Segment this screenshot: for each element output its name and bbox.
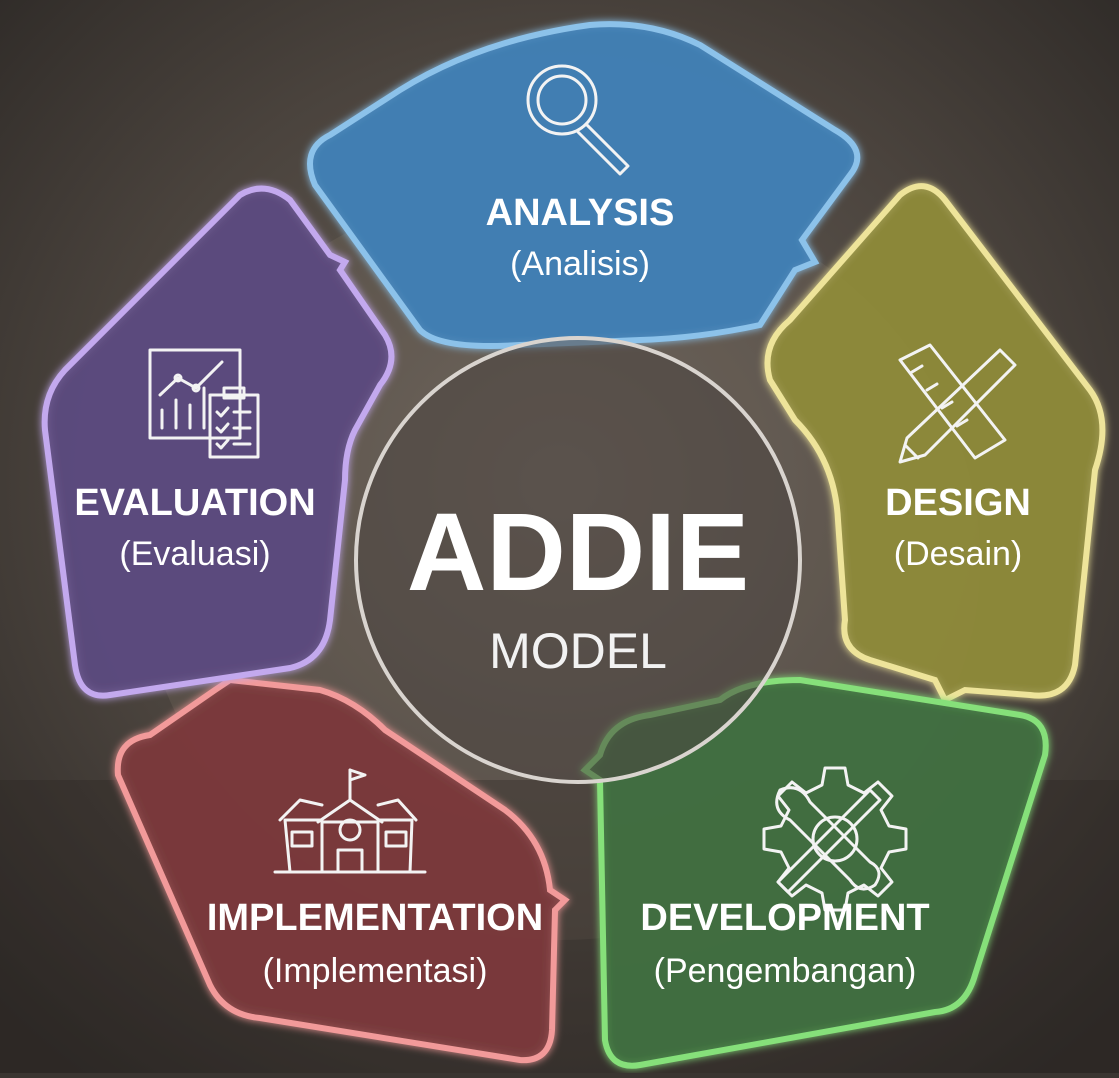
evaluation-title: EVALUATION: [74, 482, 315, 524]
ruler-pencil-icon: [898, 343, 1017, 464]
evaluation-subtitle: (Evaluasi): [119, 535, 270, 573]
magnifier-icon: [526, 64, 630, 176]
center-subtitle: MODEL: [489, 623, 667, 679]
analysis-subtitle: (Analisis): [510, 245, 650, 283]
phase-evaluation[interactable]: EVALUATION (Evaluasi): [41, 185, 395, 699]
center-circle: [354, 336, 802, 784]
development-title: DEVELOPMENT: [640, 897, 929, 939]
analysis-title: ANALYSIS: [486, 192, 675, 234]
phase-analysis[interactable]: ANALYSIS (Analisis): [307, 21, 861, 349]
design-subtitle: (Desain): [894, 535, 1022, 573]
implementation-shape: [114, 676, 570, 1064]
design-title: DESIGN: [885, 482, 1031, 524]
gear-wrench-icon: [762, 766, 908, 912]
development-subtitle: (Pengembangan): [654, 952, 917, 990]
implementation-title: IMPLEMENTATION: [207, 897, 543, 939]
phase-design[interactable]: DESIGN (Desain): [764, 183, 1106, 705]
chart-clipboard-icon: [148, 348, 260, 459]
analysis-shape: [307, 21, 861, 349]
school-building-icon: [273, 768, 427, 874]
implementation-subtitle: (Implementasi): [263, 952, 488, 990]
center-title: ADDIE: [407, 491, 749, 614]
phase-implementation[interactable]: IMPLEMENTATION (Implementasi): [114, 676, 570, 1064]
phase-development[interactable]: DEVELOPMENT (Pengembangan): [580, 676, 1049, 1069]
center-hub: ADDIE MODEL: [354, 336, 802, 784]
evaluation-shape: [41, 185, 395, 699]
